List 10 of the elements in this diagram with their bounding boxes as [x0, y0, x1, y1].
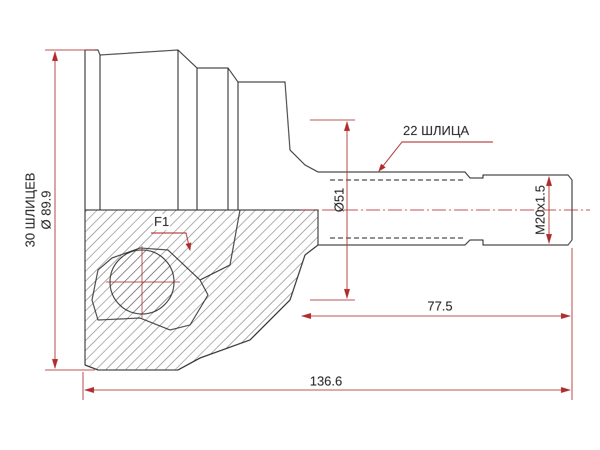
dimension-label: 77.5: [427, 298, 453, 314]
callout-label: F1: [153, 214, 170, 230]
callout-label: 22 ШЛИЦА: [402, 123, 470, 139]
dimension-label: Ø 89.9: [38, 190, 54, 230]
leader-line: [378, 142, 494, 172]
dimension-label: 30 ШЛИЦЕВ: [22, 172, 38, 248]
dimension-label: Ø51: [332, 188, 346, 212]
dimension-label: 136.6: [310, 374, 342, 388]
dimension-label: M20x1.5: [532, 185, 548, 235]
leader-line: [150, 232, 192, 251]
